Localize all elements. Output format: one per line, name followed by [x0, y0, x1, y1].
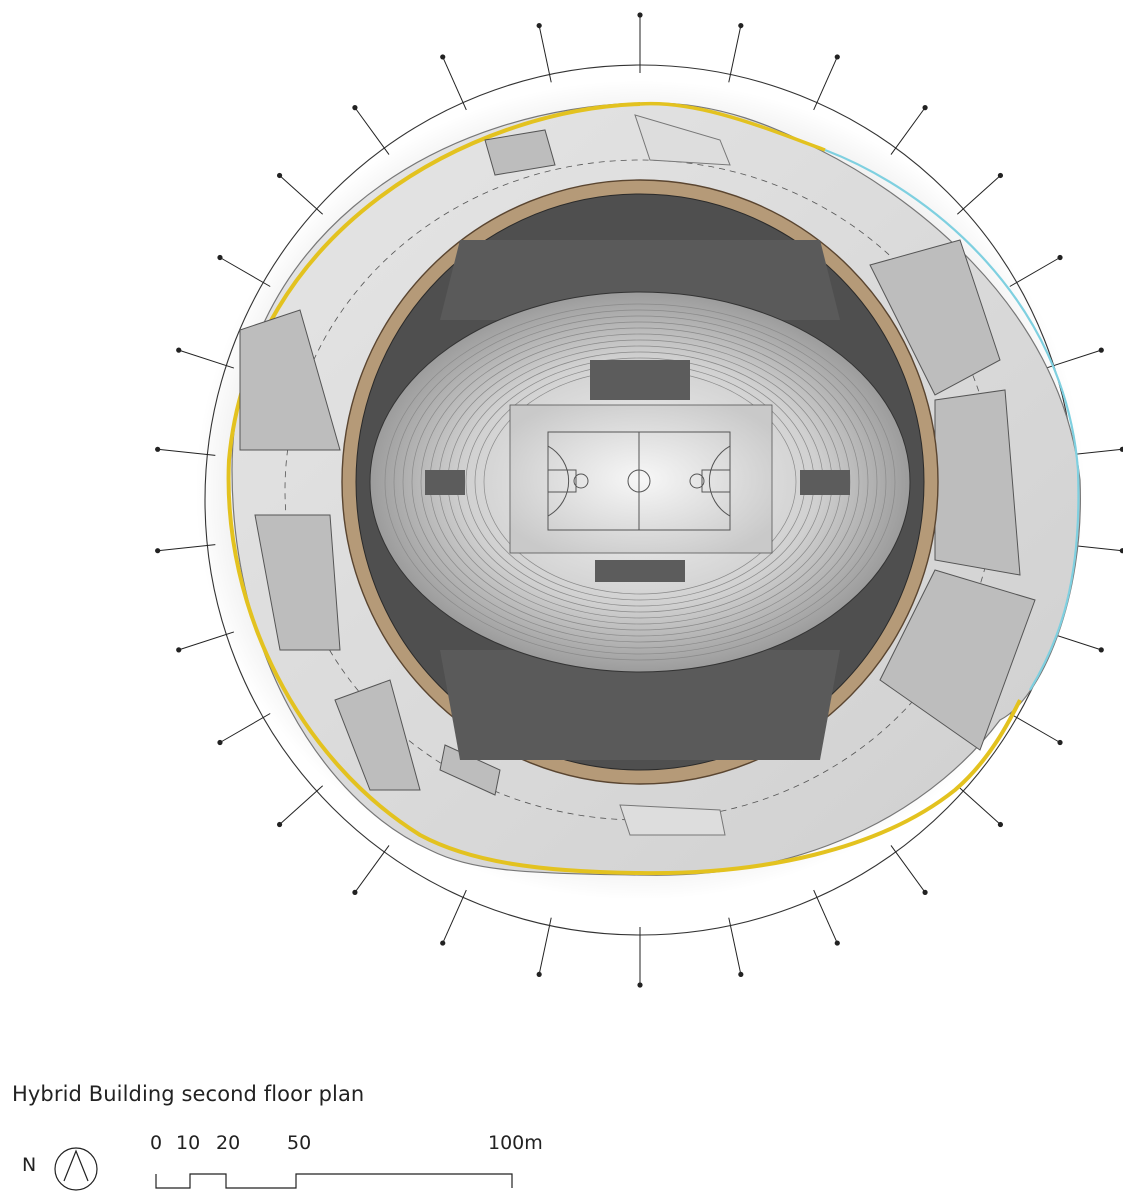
column-tie: [219, 713, 271, 743]
column-node: [637, 982, 643, 988]
column-tie: [1045, 349, 1102, 369]
column-tie: [956, 785, 1001, 825]
column-tie: [279, 175, 324, 215]
column-tie: [178, 349, 235, 369]
column-tie: [1009, 713, 1061, 743]
seating-row: [411, 321, 869, 643]
scale-label-10: 10: [176, 1132, 201, 1154]
column-node: [1119, 548, 1123, 554]
scale-label-50: 50: [287, 1132, 312, 1154]
glass-edge: [824, 148, 1080, 691]
scale-label-0: 0: [150, 1132, 163, 1154]
column-tie: [279, 785, 324, 825]
column-node: [352, 889, 358, 895]
column-node: [276, 172, 283, 179]
scale-label-20: 20: [216, 1132, 241, 1154]
seating-row: [402, 315, 878, 649]
column-tie: [813, 56, 838, 111]
north-label: N: [22, 1154, 37, 1176]
column-tie: [728, 917, 742, 975]
column-node: [155, 446, 161, 452]
seating-row: [420, 327, 860, 637]
column-tie: [538, 25, 552, 83]
column-node: [536, 22, 542, 29]
basketball-court: [547, 431, 731, 531]
column-tie: [219, 257, 271, 287]
column-tie: [178, 631, 235, 651]
column-node: [997, 172, 1004, 179]
column-tie: [157, 448, 216, 456]
column-tie: [728, 25, 742, 83]
perimeter-wedges: [239, 129, 1036, 796]
column-node: [738, 22, 744, 29]
column-tie: [354, 107, 390, 155]
column-node: [276, 821, 283, 828]
column-node: [1057, 254, 1063, 261]
column-node: [922, 889, 928, 895]
column-node: [1057, 739, 1063, 746]
service-core-north: [440, 240, 840, 320]
vomitories: [425, 360, 850, 582]
column-node: [834, 940, 840, 946]
drawing-title: Hybrid Building second floor plan: [12, 1082, 365, 1106]
seating-row: [393, 309, 887, 655]
column-node: [176, 347, 182, 353]
north-arrow-icon: [54, 1147, 98, 1191]
column-node: [155, 548, 161, 554]
court-floor: [509, 404, 773, 554]
column-node: [217, 254, 223, 261]
column-node: [997, 821, 1004, 828]
column-tie: [442, 56, 467, 111]
column-tie: [442, 889, 467, 944]
column-tie: [890, 107, 926, 155]
seating-row: [384, 303, 896, 661]
column-node: [637, 12, 643, 18]
column-tie: [157, 544, 216, 552]
column-tie: [956, 175, 1001, 215]
column-node: [176, 647, 182, 653]
column-node: [217, 739, 223, 746]
service-core-south: [440, 650, 840, 760]
column-node: [1119, 446, 1123, 452]
column-tie: [813, 889, 838, 944]
column-node: [1098, 347, 1104, 353]
column-node: [352, 105, 358, 111]
column-node: [834, 54, 840, 60]
column-node: [1098, 647, 1104, 653]
column-tie: [1009, 257, 1061, 287]
column-tie: [538, 917, 552, 975]
column-node: [440, 54, 446, 60]
column-tie: [890, 845, 926, 893]
scale-bar: [155, 1173, 513, 1189]
scale-label-100m: 100m: [488, 1132, 543, 1154]
facade-band: [226, 102, 1022, 876]
column-node: [922, 105, 928, 111]
column-node: [738, 971, 744, 978]
column-node: [536, 971, 542, 978]
column-tie: [354, 845, 390, 893]
column-node: [440, 940, 446, 946]
